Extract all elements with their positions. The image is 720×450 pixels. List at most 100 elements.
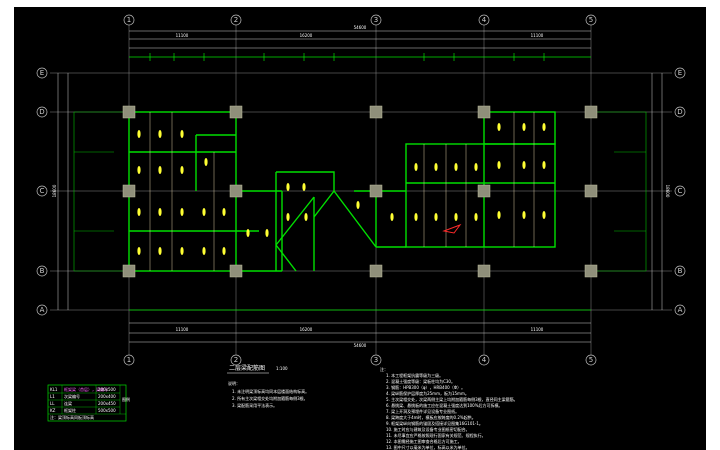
floor-plan-drawing: 1 2 3 4 5 1 2 3 4 5 xyxy=(36,14,686,450)
column[interactable] xyxy=(477,184,491,198)
rebar-marker xyxy=(542,123,546,131)
overall-dimension-right: 18600 xyxy=(665,185,670,198)
legend-footer: 注：梁顶标高同板顶标高 xyxy=(50,414,94,420)
notes-left-line: 1. 未注明梁顶标高均同本层楼面结构标高。 xyxy=(232,388,309,394)
overall-dimension-top: 54600 xyxy=(354,25,367,30)
column[interactable] xyxy=(122,105,136,119)
rebar-marker xyxy=(454,213,458,221)
axis-bubble[interactable] xyxy=(36,265,48,277)
rebar-marker xyxy=(542,161,546,169)
drawing-title-block: 二层梁配筋图 1:100 xyxy=(227,364,288,374)
column[interactable] xyxy=(584,264,598,278)
dimension-sides xyxy=(57,73,663,310)
column[interactable] xyxy=(584,105,598,119)
rebar-marker xyxy=(302,183,306,191)
axis-bubbles-top: 1 2 3 4 5 xyxy=(123,14,597,26)
notes-right: 注： 1. 本工程框架抗震等级为三级。 2. 混凝土强度等级：梁板柱均为C30。… xyxy=(380,366,518,450)
red-detail-marker xyxy=(442,223,462,234)
legend-note: 图例 xyxy=(122,396,130,402)
sub-dimension-bottom: 11100 xyxy=(531,327,544,332)
column[interactable] xyxy=(369,184,383,198)
notes-right-line: 1. 本工程框架抗震等级为三级。 xyxy=(386,372,443,378)
beam-diagonal xyxy=(275,244,297,272)
column[interactable] xyxy=(477,105,491,119)
axis-bubble[interactable] xyxy=(230,14,242,26)
axis-bubble[interactable] xyxy=(585,14,597,26)
legend-cell: 500x500 xyxy=(98,408,116,413)
axis-bubble-label: D xyxy=(39,108,44,116)
notes-left-title: 说明： xyxy=(228,380,240,386)
axis-bubble[interactable] xyxy=(230,354,242,366)
notes-right-line: 7. 梁上开洞及预埋件详见设备专业图纸。 xyxy=(386,408,459,414)
axis-bubble[interactable] xyxy=(370,354,382,366)
notes-right-line: 6. 悬挑梁、悬挑板的施工应在混凝土强度达到100%后方可拆模。 xyxy=(386,402,503,408)
notes-right-line: 5. 主次梁相交处，次梁两侧主梁上均附加箍筋每侧3根，直径同主梁箍筋。 xyxy=(386,396,518,402)
column[interactable] xyxy=(584,184,598,198)
column[interactable] xyxy=(477,264,491,278)
legend-cell: KL1 xyxy=(50,387,58,392)
axis-bubble[interactable] xyxy=(674,67,686,79)
columns xyxy=(122,105,598,278)
rebar-marker xyxy=(180,208,184,216)
legend-frame xyxy=(47,384,127,422)
legend-cell: 200x450 xyxy=(98,401,116,406)
notes-right-line: 4. 梁纵筋保护层厚度为25mm，板为15mm。 xyxy=(386,390,469,396)
column[interactable] xyxy=(122,184,136,198)
axis-bubble-label: C xyxy=(678,187,683,195)
column[interactable] xyxy=(229,184,243,198)
axis-bubble-label: 5 xyxy=(589,356,593,364)
red-annotation[interactable] xyxy=(442,223,462,234)
axis-bubble[interactable] xyxy=(674,106,686,118)
axis-bubble[interactable] xyxy=(36,304,48,316)
axis-bubble[interactable] xyxy=(36,185,48,197)
rebar-marker xyxy=(137,166,141,174)
beam-diagonal xyxy=(313,190,335,218)
axis-bubble[interactable] xyxy=(674,185,686,197)
rebar-marker xyxy=(497,161,501,169)
column[interactable] xyxy=(122,264,136,278)
axis-bubbles-right: E D C B A xyxy=(674,67,686,316)
axis-bubble[interactable] xyxy=(123,354,135,366)
axis-bubbles-bottom: 1 2 3 4 5 xyxy=(123,354,597,366)
rebar-marker xyxy=(137,247,141,255)
sub-dimension-top: 11100 xyxy=(176,33,189,38)
axis-bubble[interactable] xyxy=(478,354,490,366)
axis-bubble[interactable] xyxy=(674,265,686,277)
rebar-marker xyxy=(356,201,360,209)
column[interactable] xyxy=(369,264,383,278)
drawing-title: 二层梁配筋图 xyxy=(229,364,265,372)
axis-bubble[interactable] xyxy=(478,14,490,26)
beam-frame-right-top xyxy=(483,111,556,145)
sub-dimension-top: 11100 xyxy=(531,33,544,38)
notes-left: 说明： 1. 未注明梁顶标高均同本层楼面结构标高。 2. 所有主次梁相交处均附加… xyxy=(228,380,309,408)
beam-thin-right xyxy=(591,111,647,272)
cad-viewport[interactable]: 1 2 3 4 5 1 2 3 4 5 xyxy=(14,7,706,450)
axis-bubble-label: 4 xyxy=(482,16,487,24)
notes-left-line: 3. 梁配筋采用平法表示。 xyxy=(232,402,277,408)
rebar-marker xyxy=(522,123,526,131)
axis-bubble[interactable] xyxy=(36,106,48,118)
rebar-marker xyxy=(522,211,526,219)
axis-bubble[interactable] xyxy=(370,14,382,26)
column[interactable] xyxy=(229,105,243,119)
notes-right-line: 9. 框架梁纵向钢筋的锚固及搭接详见图集16G101-1。 xyxy=(386,420,483,426)
axis-bubble[interactable] xyxy=(36,67,48,79)
column[interactable] xyxy=(229,264,243,278)
rebar-marker xyxy=(202,247,206,255)
sub-dimension-bottom: 16200 xyxy=(300,327,313,332)
rebar-marker xyxy=(390,213,394,221)
rebar-marker xyxy=(246,229,250,237)
axis-bubble[interactable] xyxy=(674,304,686,316)
notes-right-line: 10. 施工时应与建筑及设备专业图纸密切配合。 xyxy=(386,426,470,432)
beam-layout-right-wing xyxy=(376,111,556,248)
rebar-marker xyxy=(202,208,206,216)
sub-dimension-top: 16200 xyxy=(300,33,313,38)
sub-dimension-bottom: 11100 xyxy=(176,327,189,332)
rebar-marker xyxy=(158,208,162,216)
axis-bubbles-left: E D C B A xyxy=(36,67,48,316)
axis-bubble[interactable] xyxy=(123,14,135,26)
beam-layout-center xyxy=(275,171,377,272)
notes-right-line: 13. 图中尺寸以毫米为单位，标高以米为单位。 xyxy=(386,444,470,450)
column[interactable] xyxy=(369,105,383,119)
axis-bubble[interactable] xyxy=(585,354,597,366)
